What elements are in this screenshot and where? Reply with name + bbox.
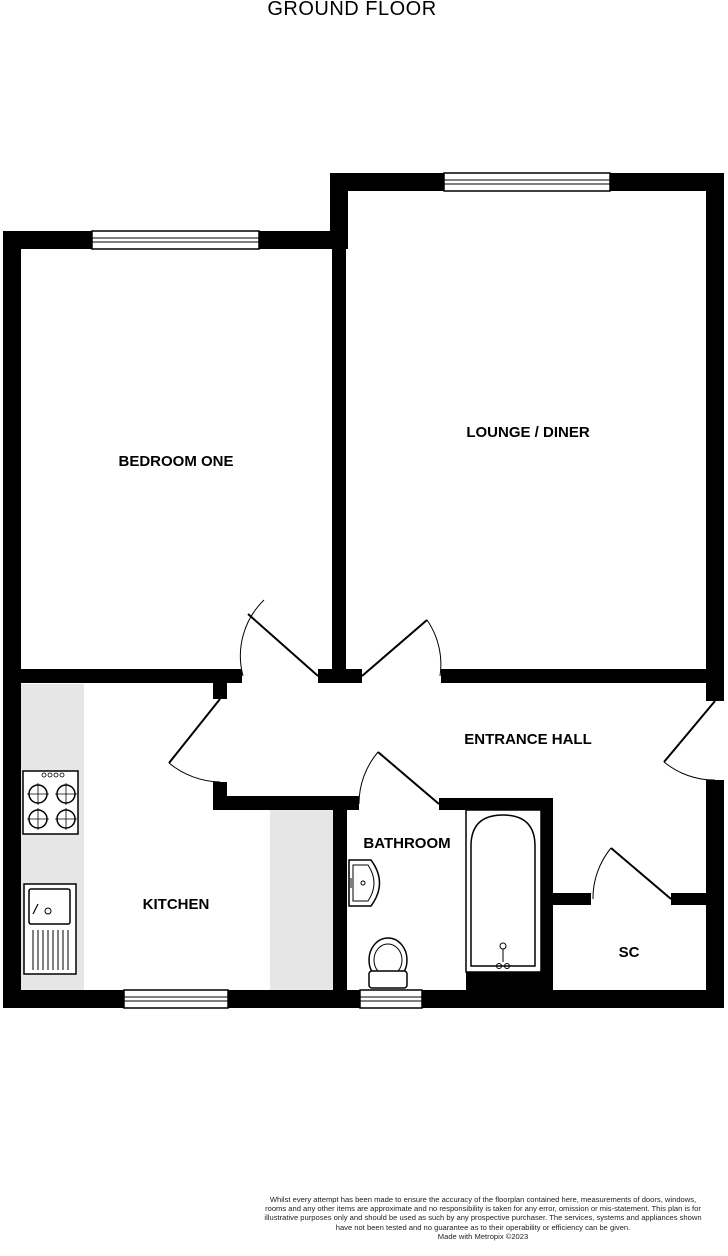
toilet-icon bbox=[368, 937, 408, 989]
wall-hall-stub bbox=[318, 669, 362, 683]
wall-bathroom-top bbox=[439, 798, 551, 810]
wall-sc-top-left bbox=[553, 893, 591, 905]
hob-icon bbox=[22, 770, 79, 835]
wall-bedroom-lounge bbox=[332, 249, 346, 683]
door-bedroom bbox=[239, 599, 319, 677]
window-bathroom bbox=[359, 989, 423, 1009]
wall-sc-top-right bbox=[671, 893, 706, 905]
door-bathroom bbox=[358, 751, 440, 805]
room-label-bedroom-one: BEDROOM ONE bbox=[118, 453, 233, 470]
disclaimer-credit: Made with Metropix ©2023 bbox=[437, 1231, 529, 1241]
window-kitchen bbox=[123, 989, 229, 1009]
door-front bbox=[663, 700, 716, 781]
room-label-lounge-diner: LOUNGE / DINER bbox=[466, 424, 590, 441]
wall-lounge-bottom bbox=[441, 669, 706, 683]
room-label-bathroom: BATHROOM bbox=[363, 835, 450, 852]
floor-title: GROUND FLOOR bbox=[267, 0, 437, 20]
window-lounge bbox=[443, 172, 611, 192]
room-label-sc: SC bbox=[619, 944, 640, 961]
outer-wall-right-upper bbox=[706, 173, 724, 701]
outer-wall-left bbox=[3, 231, 21, 1008]
disclaimer-text: Whilst every attempt has been made to en… bbox=[264, 1195, 702, 1232]
room-label-kitchen: KITCHEN bbox=[143, 896, 210, 913]
window-bedroom bbox=[91, 230, 260, 250]
wall-kitchen-post-top bbox=[213, 683, 227, 699]
wall-kitchen-bathroom bbox=[333, 796, 347, 990]
wall-bedroom-bottom bbox=[21, 669, 242, 683]
basin-icon bbox=[348, 859, 381, 907]
door-lounge bbox=[361, 619, 442, 677]
door-kitchen bbox=[168, 698, 221, 783]
wall-bath-end bbox=[466, 972, 541, 990]
bath-icon bbox=[465, 809, 542, 973]
room-label-entrance-hall: ENTRANCE HALL bbox=[464, 731, 592, 748]
windows bbox=[91, 172, 611, 1009]
outer-wall-right-lower bbox=[706, 780, 724, 1008]
disclaimer: Whilst every attempt has been made to en… bbox=[262, 1195, 704, 1241]
outer-wall-step bbox=[330, 173, 348, 249]
wall-bathroom-sc bbox=[541, 798, 553, 990]
sink-icon bbox=[23, 883, 77, 975]
doors bbox=[168, 599, 716, 900]
wall-kitchen-top bbox=[213, 796, 359, 810]
door-sc bbox=[592, 847, 672, 900]
